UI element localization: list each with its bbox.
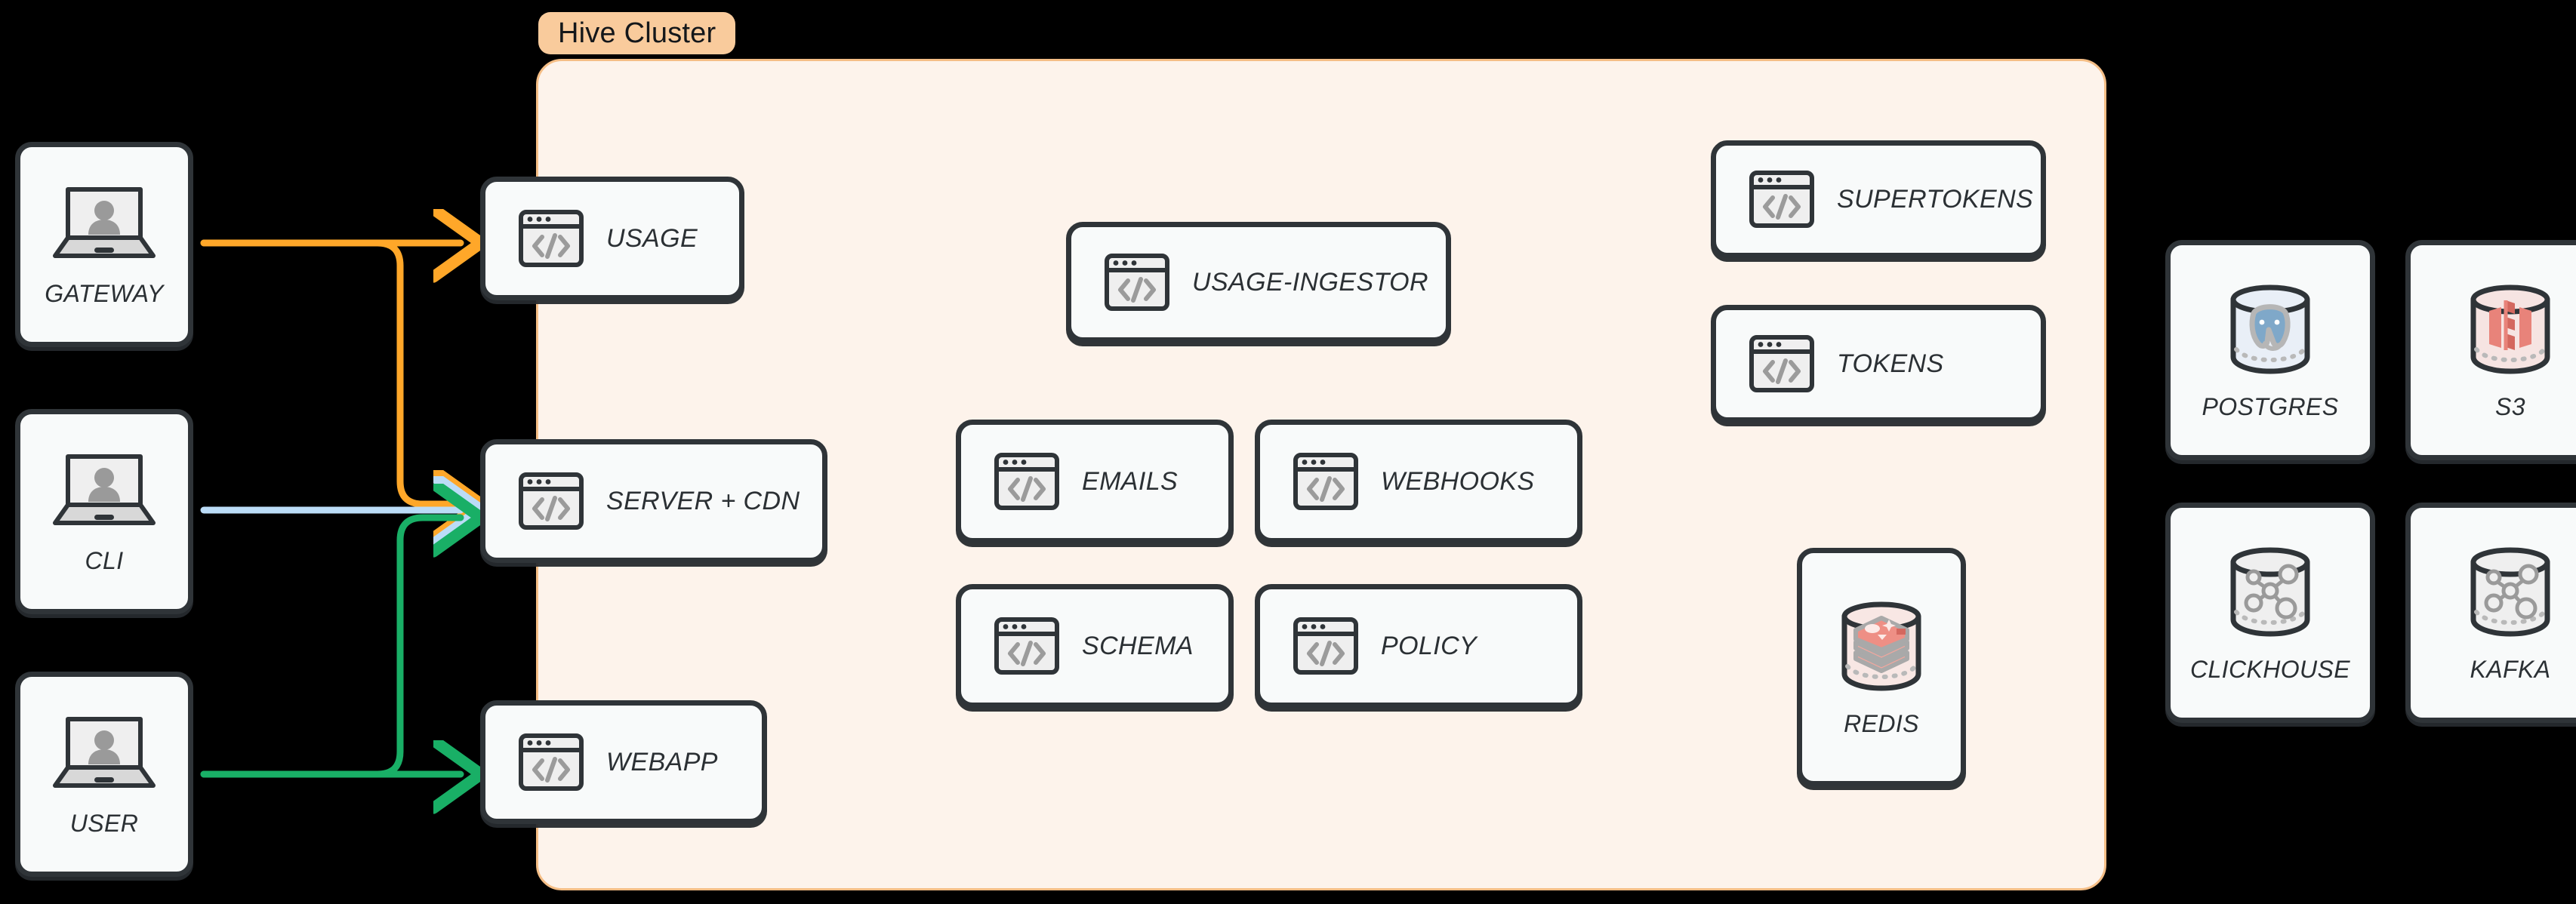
- laptop-user-icon: [48, 182, 161, 263]
- store-node-clickhouse[interactable]: CLICKHOUSE: [2165, 503, 2375, 723]
- hive-cluster-badge: Hive Cluster: [538, 12, 736, 54]
- code-window-icon: [1105, 254, 1169, 311]
- service-node-webapp[interactable]: WEBAPP: [480, 700, 767, 824]
- node-label: TOKENS: [1837, 349, 1944, 378]
- service-node-usage-ingestor[interactable]: USAGE-INGESTOR: [1066, 222, 1451, 343]
- wire-gateway-to-server-cdn: [200, 239, 461, 504]
- code-window-icon: [994, 453, 1059, 510]
- clickhouse-cylinder-icon: [2223, 543, 2318, 639]
- code-window-icon: [1749, 171, 1814, 228]
- service-node-usage[interactable]: USAGE: [480, 177, 744, 300]
- postgres-cylinder-icon: [2223, 280, 2318, 377]
- node-label: POLICY: [1381, 631, 1478, 660]
- service-node-policy[interactable]: POLICY: [1255, 584, 1582, 708]
- node-label: S3: [2495, 392, 2525, 420]
- code-window-icon: [1749, 335, 1814, 392]
- service-node-server-cdn[interactable]: SERVER + CDN: [480, 439, 827, 563]
- redis-cylinder-icon: [1834, 597, 1929, 693]
- node-label: WEBAPP: [606, 747, 718, 776]
- laptop-user-icon: [48, 449, 161, 530]
- wire-user-to-server-cdn: [200, 518, 461, 778]
- kafka-cylinder-icon: [2463, 543, 2558, 639]
- code-window-icon: [519, 733, 584, 791]
- code-window-icon: [519, 472, 584, 530]
- code-window-icon: [1293, 617, 1358, 675]
- node-label: WEBHOOKS: [1381, 466, 1535, 496]
- store-node-redis[interactable]: REDIS: [1797, 548, 1966, 786]
- node-label: USAGE: [606, 223, 698, 253]
- store-node-s3[interactable]: S3: [2405, 240, 2576, 460]
- store-node-kafka[interactable]: KAFKA: [2405, 503, 2576, 723]
- client-node-user[interactable]: USER: [15, 672, 193, 877]
- node-label: USAGE-INGESTOR: [1192, 267, 1428, 297]
- code-window-icon: [1293, 453, 1358, 510]
- s3-cylinder-icon: [2463, 280, 2558, 377]
- node-label: SCHEMA: [1082, 631, 1194, 660]
- node-label: REDIS: [1844, 709, 1919, 737]
- node-label: SUPERTOKENS: [1837, 184, 2034, 214]
- code-window-icon: [519, 210, 584, 267]
- node-label: EMAILS: [1082, 466, 1179, 496]
- code-window-icon: [994, 617, 1059, 675]
- service-node-schema[interactable]: SCHEMA: [956, 584, 1234, 708]
- node-label: SERVER + CDN: [606, 486, 800, 515]
- service-node-emails[interactable]: EMAILS: [956, 420, 1234, 543]
- client-node-gateway[interactable]: GATEWAY: [15, 142, 193, 347]
- hive-cluster-badge-label: Hive Cluster: [558, 17, 716, 49]
- store-node-postgres[interactable]: POSTGRES: [2165, 240, 2375, 460]
- service-node-webhooks[interactable]: WEBHOOKS: [1255, 420, 1582, 543]
- service-node-supertokens[interactable]: SUPERTOKENS: [1711, 140, 2046, 258]
- client-node-cli[interactable]: CLI: [15, 409, 193, 614]
- service-node-tokens[interactable]: TOKENS: [1711, 305, 2046, 423]
- node-label: GATEWAY: [45, 279, 164, 307]
- laptop-user-icon: [48, 712, 161, 793]
- node-label: CLI: [85, 546, 124, 574]
- node-label: CLICKHOUSE: [2189, 655, 2351, 683]
- node-label: POSTGRES: [2202, 392, 2339, 420]
- node-label: USER: [69, 809, 139, 837]
- node-label: KAFKA: [2470, 655, 2551, 683]
